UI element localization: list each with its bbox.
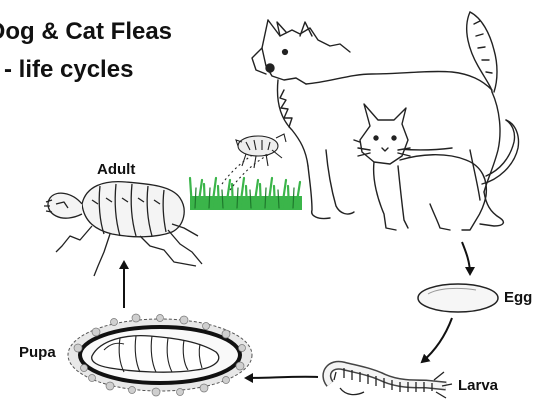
stage-label-egg: Egg: [504, 289, 532, 306]
grass-icon: [190, 178, 302, 210]
jumping-flea-icon: [222, 134, 286, 190]
diagram-title: Dog & Cat Fleas: [0, 18, 172, 46]
arrow-egg-to-larva: [422, 318, 452, 362]
stage-label-larva: Larva: [458, 377, 498, 394]
stage-label-adult: Adult: [97, 161, 135, 178]
egg-icon: [418, 284, 498, 312]
cat-illustration: [358, 104, 519, 230]
stage-label-pupa: Pupa: [19, 344, 56, 361]
arrow-cat-to-egg: [462, 242, 470, 274]
diagram-subtitle: - life cycles: [4, 56, 133, 84]
larva-icon: [327, 365, 452, 398]
adult-flea-icon: [44, 182, 202, 276]
pupa-cocoon-icon: [68, 314, 252, 396]
arrow-larva-to-pupa: [246, 377, 318, 378]
